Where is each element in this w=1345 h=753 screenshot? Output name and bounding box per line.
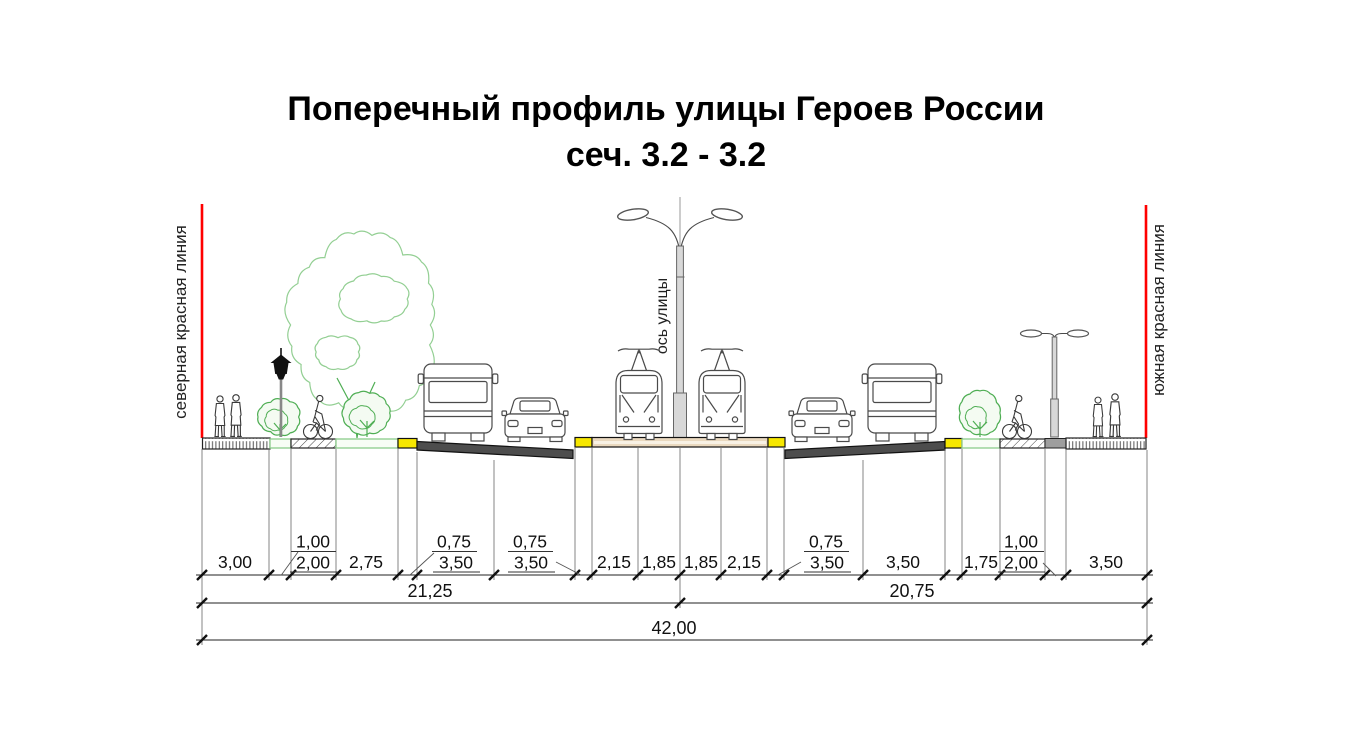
dim-stack-gutter-lane-south-inner: 0,75 3,50 (777, 532, 851, 576)
dim-north-half-width: 21,25 (407, 581, 452, 601)
shrub-north-2 (341, 390, 391, 437)
mast-arm-left (645, 216, 681, 254)
curb-marking-south-outer (944, 437, 963, 449)
tree-inner-foliage (338, 273, 410, 324)
dim-buffer-south: 1,00 (1004, 532, 1038, 552)
dim-tram-outer-north: 2,15 (597, 552, 631, 572)
mast-base (673, 392, 687, 441)
dim-stack-buffer-bike-north: 1,00 2,00 (280, 532, 338, 576)
lawn-strip-south (961, 438, 1001, 449)
tram-curb-south (767, 436, 786, 448)
tram-south (698, 348, 746, 441)
lamp-head-right (1066, 329, 1090, 338)
dim-tram-inner-south: 1,85 (684, 552, 718, 572)
dim-stack-gutter-lane-north-inner: 0,75 3,50 (508, 532, 582, 576)
car-north (501, 397, 569, 443)
street-axis-mast (616, 197, 744, 441)
bike-path-north (290, 438, 337, 449)
dim-gutter: 0,75 (513, 532, 547, 552)
buffer-strip-south (1044, 438, 1067, 449)
ornate-street-lamp (270, 348, 292, 437)
dim-lane: 3,50 (514, 553, 548, 573)
modern-street-lamp (1019, 329, 1090, 438)
north-red-line-label: северная красная линия (171, 225, 190, 419)
dim-lane-south-outer: 3,50 (886, 552, 920, 572)
sidewalk-south (1065, 437, 1147, 450)
dimension-ticks (196, 569, 1153, 581)
carriageway-north (416, 440, 574, 460)
dim-lane: 3,50 (810, 553, 844, 573)
dim-gutter: 0,75 (809, 532, 843, 552)
tree-inner-foliage (314, 335, 361, 371)
drawing-title: Поперечный профиль улицы Героев России (287, 90, 1044, 128)
bus-north (417, 363, 499, 442)
dim-south-half-width: 20,75 (889, 581, 934, 601)
mast-pole (676, 245, 684, 394)
dim-lawn-north: 2,75 (349, 552, 383, 572)
dim-sidewalk-south: 3,50 (1089, 552, 1123, 572)
dim-stack-bike-buffer-south: 1,00 2,00 (998, 532, 1057, 577)
bike-path-south (999, 438, 1046, 449)
dim-gutter: 0,75 (437, 532, 471, 552)
cross-section-surfaces (201, 436, 1147, 460)
dim-total-width: 42,00 (651, 618, 696, 638)
dim-tram-outer-south: 2,15 (727, 552, 761, 572)
drawing-subtitle-section: сеч. 3.2 - 3.2 (566, 136, 766, 174)
dim-sidewalk-north: 3,00 (218, 552, 252, 572)
lamp-head-right (710, 208, 744, 221)
lamp-head-left (1019, 329, 1043, 338)
dimension-row-segments: 3,00 1,00 2,00 2,75 0,75 3,50 0,75 3,50 … (196, 532, 1153, 581)
dimension-row-total: 42,00 (196, 618, 1153, 646)
extension-lines (201, 448, 1148, 645)
dim-lane: 3,50 (439, 553, 473, 573)
shrub-south (958, 389, 1002, 437)
dim-tram-inner-north: 1,85 (642, 552, 676, 572)
lawn-strip-north (335, 438, 399, 449)
lamp-head-left (616, 208, 650, 221)
cyclist-south (1001, 394, 1033, 440)
dim-buffer-north: 1,00 (296, 532, 330, 552)
tram-north (615, 348, 663, 441)
pedestrians-south (1092, 393, 1122, 438)
dim-lawn-south: 1,75 (964, 552, 998, 572)
tram-curb-north (574, 436, 593, 448)
cyclist-north (302, 394, 334, 440)
dim-stack-gutter-lane-north-outer: 0,75 3,50 (409, 532, 480, 576)
shrub-north-1 (257, 397, 301, 437)
south-red-line-label: южная красная линия (1149, 224, 1168, 396)
bus-south (861, 363, 943, 442)
curb-marking-north-outer (397, 437, 418, 449)
dim-bike-north: 2,00 (296, 553, 330, 573)
dimension-row-halves: 21,25 20,75 (196, 581, 1153, 609)
sidewalk-north (201, 437, 271, 450)
pedestrians-north (213, 394, 243, 438)
mast-arm-right (679, 216, 715, 254)
tree-canopy (284, 230, 436, 419)
street-axis-label: ось улицы (654, 278, 671, 354)
dim-bike-south: 2,00 (1004, 553, 1038, 573)
buffer-strip-north (269, 438, 292, 449)
car-south (788, 397, 856, 443)
carriageway-south (784, 440, 946, 460)
